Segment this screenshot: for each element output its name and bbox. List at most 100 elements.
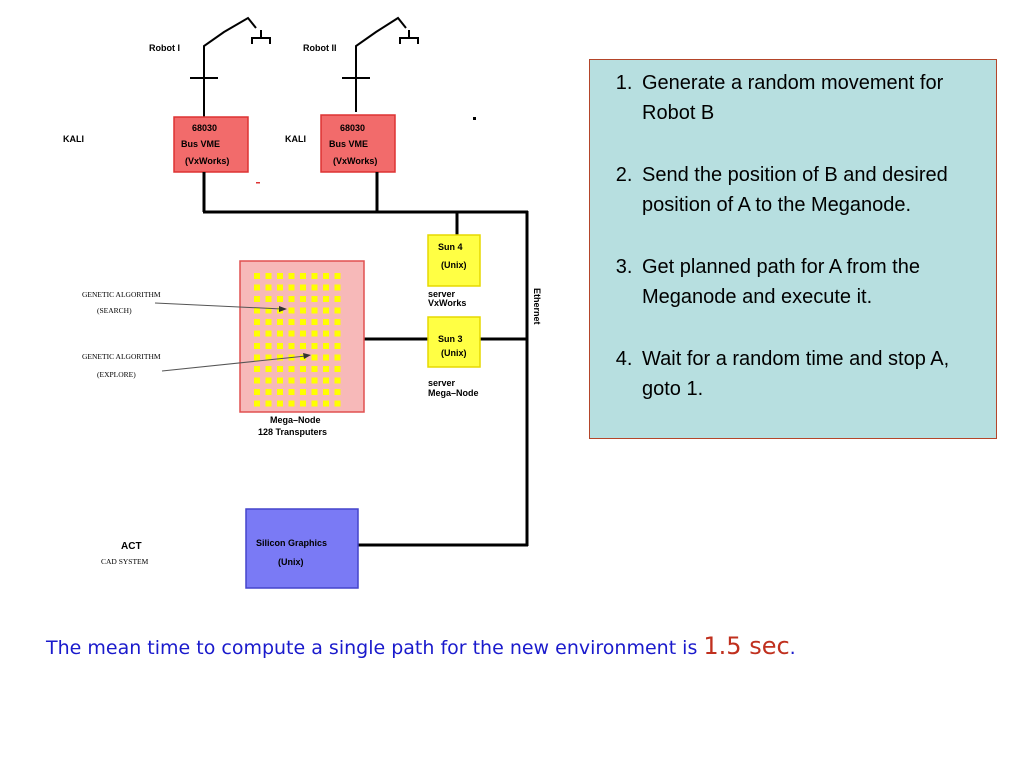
- robot-1: Robot I: [149, 16, 271, 117]
- sun4-caption2: VxWorks: [428, 298, 466, 308]
- transputer-dot: [311, 377, 318, 384]
- step-item: Get planned path for A from the Meganode…: [638, 252, 986, 312]
- sun3-line1: Sun 3: [438, 334, 463, 344]
- transputer-dot: [277, 354, 283, 361]
- transputer-dot: [265, 296, 272, 302]
- transputer-dot: [254, 319, 260, 325]
- transputer-dot: [323, 343, 329, 349]
- transputer-dot: [277, 284, 283, 291]
- vme-box-1-line3: (VxWorks): [185, 156, 229, 166]
- vme-box-1: 68030 Bus VME (VxWorks): [173, 116, 249, 173]
- transputer-dot: [300, 273, 306, 279]
- steps-panel: Generate a random movement for Robot B S…: [589, 59, 997, 439]
- transputer-dot: [300, 354, 306, 361]
- transputer-dot: [300, 319, 306, 325]
- transputer-dot: [300, 389, 306, 395]
- ethernet-label: Ethernet: [532, 288, 542, 325]
- transputer-dot: [288, 366, 295, 372]
- transputer-dot: [334, 284, 341, 291]
- transputer-dot: [300, 377, 306, 384]
- silicon-graphics-box-shape: [245, 508, 359, 589]
- meganode-caption1: Mega–Node: [270, 415, 321, 425]
- step-item: Send the position of B and desired posit…: [638, 160, 986, 220]
- transputer-dot: [311, 354, 318, 361]
- transputer-dot: [323, 284, 329, 291]
- sun4-caption1: server: [428, 289, 456, 299]
- robot-1-label: Robot I: [149, 43, 180, 53]
- transputer-dot: [323, 377, 329, 384]
- ga-explore-line2: (EXPLORE): [97, 370, 136, 379]
- transputer-dot: [334, 366, 341, 372]
- transputer-dot: [334, 307, 341, 314]
- transputer-dot: [254, 354, 260, 361]
- vme-box-2-line2: Bus VME: [329, 139, 368, 149]
- transputer-dot: [334, 389, 341, 395]
- transputer-dot: [323, 400, 329, 407]
- vme-box-2: 68030 Bus VME (VxWorks): [320, 114, 396, 173]
- transputer-dot: [311, 400, 318, 407]
- vme-box-1-shape: [173, 116, 249, 173]
- transputer-dot: [265, 319, 272, 325]
- transputer-dot: [311, 319, 318, 325]
- transputer-dot: [334, 296, 341, 302]
- transputer-dot: [323, 296, 329, 302]
- transputer-dot: [288, 330, 295, 337]
- kali-label-2: KALI: [285, 134, 306, 144]
- transputer-dot: [334, 400, 341, 407]
- transputer-dot: [323, 307, 329, 314]
- transputer-dot: [277, 343, 283, 349]
- transputer-dot: [300, 400, 306, 407]
- sun3-line2: (Unix): [441, 348, 467, 358]
- transputer-dot: [334, 343, 341, 349]
- sun4-line2: (Unix): [441, 260, 467, 270]
- steps-list: Generate a random movement for Robot B S…: [590, 60, 996, 404]
- summary-caption: The mean time to compute a single path f…: [46, 632, 1006, 660]
- vme-box-2-line1: 68030: [340, 123, 365, 133]
- transputer-dot: [265, 307, 272, 314]
- cad-system-label: CAD SYSTEM: [101, 557, 149, 566]
- sun4-box: Sun 4 (Unix): [427, 234, 481, 287]
- transputer-dot: [288, 400, 295, 407]
- transputer-dot: [311, 296, 318, 302]
- transputer-dot: [323, 330, 329, 337]
- ga-search-line1: GENETIC ALGORITHM: [82, 290, 161, 299]
- transputer-dot: [288, 389, 295, 395]
- transputer-dot: [254, 330, 260, 337]
- sun3-box: Sun 3 (Unix): [427, 316, 481, 368]
- sun4-line1: Sun 4: [438, 242, 463, 252]
- transputer-dot: [254, 389, 260, 395]
- robot-arm-icon: [190, 16, 271, 112]
- sun3-caption2: Mega–Node: [428, 388, 479, 398]
- transputer-dot: [254, 307, 260, 314]
- transputer-dot: [265, 284, 272, 291]
- silicon-graphics-box: Silicon Graphics (Unix): [245, 508, 359, 589]
- transputer-dot: [323, 319, 329, 325]
- meganode-box: [239, 260, 365, 413]
- transputer-dot: [300, 343, 306, 349]
- transputer-dot: [311, 366, 318, 372]
- transputer-dot: [277, 366, 283, 372]
- transputer-dot: [277, 296, 283, 302]
- sun3-caption1: server: [428, 378, 456, 388]
- sun3-box-shape: [427, 316, 481, 368]
- transputer-dot: [265, 343, 272, 349]
- transputer-dot: [288, 343, 295, 349]
- transputer-dot: [323, 389, 329, 395]
- transputer-dot: [300, 296, 306, 302]
- transputer-dot: [323, 354, 329, 361]
- vme-box-2-line3: (VxWorks): [333, 156, 377, 166]
- transputer-dot: [265, 273, 272, 279]
- transputer-dot: [254, 273, 260, 279]
- meganode-caption2: 128 Transputers: [258, 427, 327, 437]
- transputer-dot: [334, 319, 341, 325]
- step-item: Wait for a random time and stop A, goto …: [638, 344, 986, 404]
- transputer-dot: [300, 330, 306, 337]
- transputer-grid: [254, 273, 341, 407]
- transputer-dot: [277, 389, 283, 395]
- transputer-dot: [288, 319, 295, 325]
- transputer-dot: [265, 389, 272, 395]
- caption-end: .: [789, 637, 796, 659]
- transputer-dot: [254, 366, 260, 372]
- transputer-dot: [311, 307, 318, 314]
- transputer-dot: [277, 377, 283, 384]
